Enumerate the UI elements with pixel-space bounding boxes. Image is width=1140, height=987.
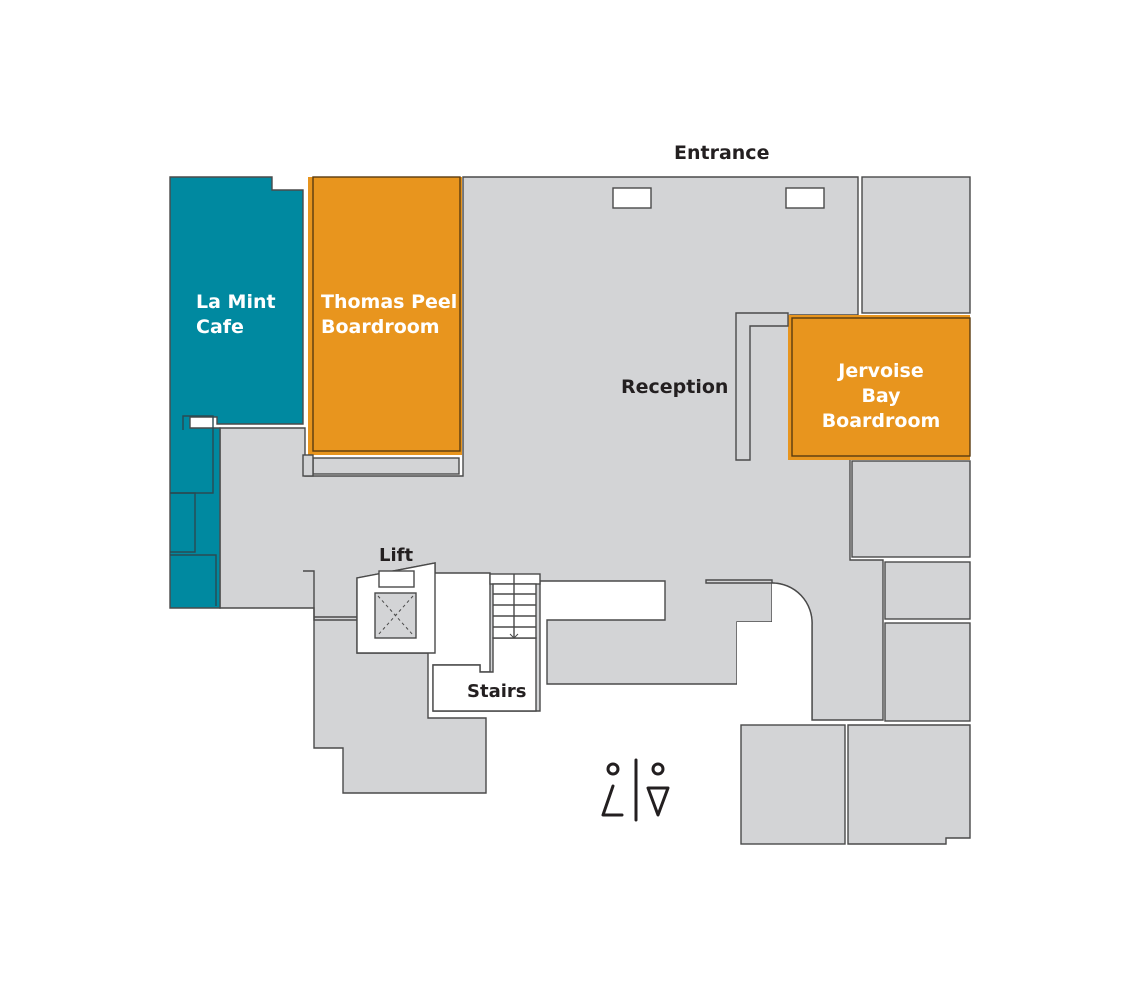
thomas-peel-boardroom-room[interactable] (308, 177, 462, 455)
la-mint-cafe-label[interactable]: La Mint Cafe (196, 291, 276, 338)
jervoise-bay-boardroom-room[interactable] (788, 315, 970, 460)
stairs-area (432, 573, 541, 712)
toilets-icon (601, 758, 670, 822)
la-mint-cafe-room[interactable] (169, 176, 304, 609)
jervoise-bay-boardroom-label[interactable]: Jervoise Bay Boardroom (821, 360, 941, 432)
thomas-peel-boardroom-label[interactable]: Thomas Peel Boardroom (321, 291, 458, 338)
stairs-label: Stairs (467, 681, 527, 702)
reception-label: Reception (621, 376, 729, 398)
lift-shaft (356, 562, 436, 654)
lift-label: Lift (379, 545, 414, 566)
reception-desk (735, 312, 789, 461)
entrance-label: Entrance (674, 142, 770, 164)
